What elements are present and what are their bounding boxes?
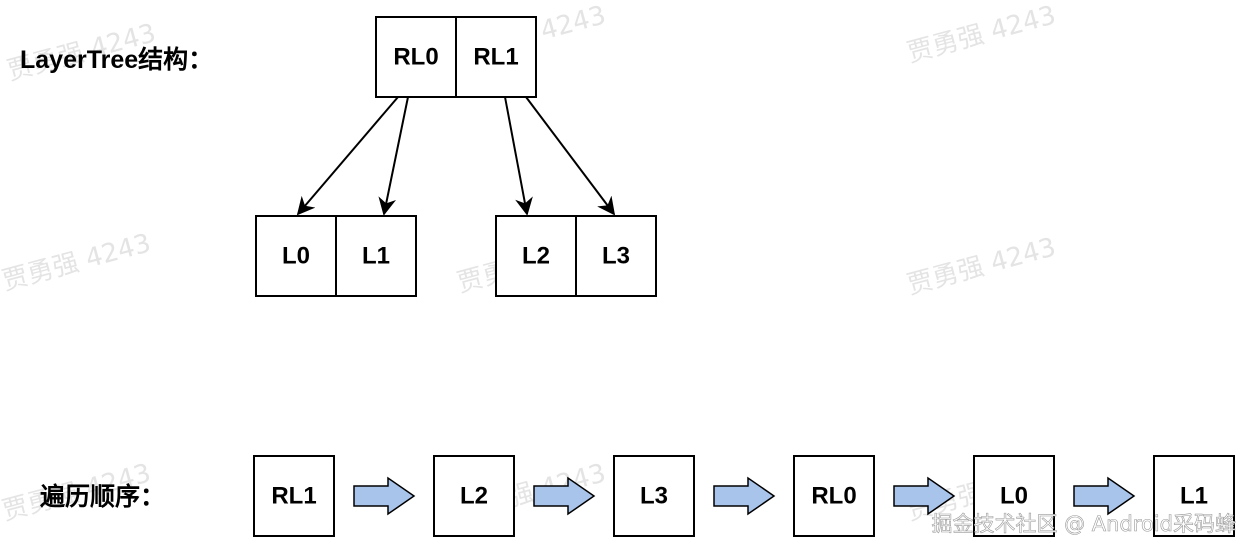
traversal-box-label: L2 [460,483,488,510]
traversal-box-label: L0 [1000,483,1028,510]
traversal-order-label: 遍历顺序： [40,482,165,511]
traversal-box-l1 [1153,455,1235,537]
flow-arrow-icon [1073,476,1136,516]
root-node-rl1-label: RL1 [473,44,518,71]
right-child-node-l3 [575,215,657,297]
traversal-sequence: RL1 L2 L3 RL0 L0 L1 [253,455,1235,537]
flow-arrow-icon [353,476,416,516]
left-child-node: L0 L1 [255,215,417,297]
structure-label: LayerTree结构： [20,46,213,74]
traversal-box-label: RL1 [271,483,316,510]
right-child-node-l2-label: L2 [522,243,550,270]
traversal-box-l0 [973,455,1055,537]
left-child-node-l1 [335,215,417,297]
flow-arrow-icon [893,476,956,516]
traversal-box-l2 [433,455,515,537]
flow-arrow-icon [533,476,596,516]
right-child-node: L2 L3 [495,215,657,297]
left-child-node-l0-label: L0 [282,243,310,270]
flow-arrow-icon [713,476,776,516]
edge-rl0-to-l0 [296,96,399,216]
traversal-box-l3 [613,455,695,537]
traversal-box-rl1 [253,455,335,537]
edge-rl1-to-l2 [504,96,533,216]
right-child-node-l2 [495,215,577,297]
traversal-box-label: L1 [1180,483,1208,510]
right-child-node-l3-label: L3 [602,243,630,270]
traversal-box-rl0 [793,455,875,537]
root-node: RL0 RL1 [375,16,537,98]
traversal-box-label: RL0 [811,483,856,510]
watermark: 贾勇强 4243 [904,0,1059,68]
root-node-rl0-label: RL0 [393,44,438,71]
left-child-node-l1-label: L1 [362,243,390,270]
watermark: 贾勇强 4243 [904,232,1059,300]
left-child-node-l0 [255,215,337,297]
tree-edges [296,96,616,216]
edge-rl0-to-l1 [378,96,409,216]
traversal-box-label: L3 [640,483,668,510]
root-node-rl1 [455,16,537,98]
watermark: 贾勇强 4243 [0,228,154,296]
credit-text: 掘金技术社区 @ Android采码蜂 [931,512,1236,536]
edge-rl1-to-l3 [525,96,616,216]
